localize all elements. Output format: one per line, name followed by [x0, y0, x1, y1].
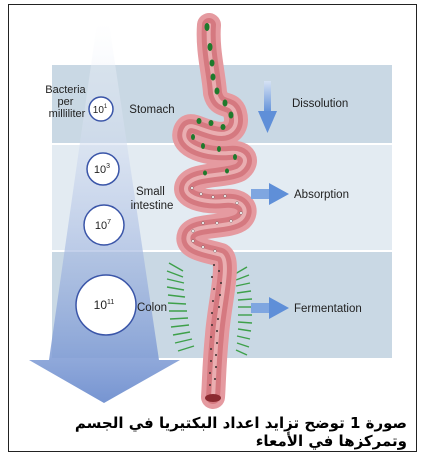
bacteria-per-ml-label: Bacteria per milliliter — [45, 84, 88, 120]
colon-label: Colon — [137, 302, 167, 314]
fermentation-arrow — [251, 297, 289, 319]
concentration-circle-4: 1011 — [75, 274, 137, 336]
colon-bacteria-fringe — [166, 262, 253, 356]
small-intestine-label: Small intestine — [131, 186, 174, 212]
colon-bacteria — [209, 264, 222, 386]
svg-text:103: 103 — [94, 163, 110, 176]
svg-text:107: 107 — [95, 219, 111, 232]
figure-frame: Bacteria per milliliter 101 103 107 1011… — [8, 4, 417, 452]
figure-caption: صورة 1 توضح تزايد اعداد البكتيريا في الج… — [74, 414, 407, 450]
stomach-bacteria — [191, 23, 237, 176]
concentration-circle-2: 103 — [86, 152, 120, 186]
concentration-circle-3: 107 — [83, 204, 125, 246]
digestive-tract — [172, 13, 257, 409]
absorption-label: Absorption — [294, 189, 349, 201]
svg-text:101: 101 — [93, 104, 108, 116]
dissolution-label: Dissolution — [292, 98, 348, 110]
svg-text:1011: 1011 — [94, 298, 115, 312]
absorption-arrow — [251, 183, 289, 205]
dissolution-arrow — [258, 81, 277, 133]
small-intestine-bacteria — [190, 186, 243, 253]
concentration-circle-1: 101 — [88, 96, 114, 122]
stomach-label: Stomach — [129, 104, 174, 116]
gut-bacteria-diagram: Bacteria per milliliter 101 103 107 1011… — [29, 13, 392, 409]
fermentation-label: Fermentation — [294, 303, 362, 315]
